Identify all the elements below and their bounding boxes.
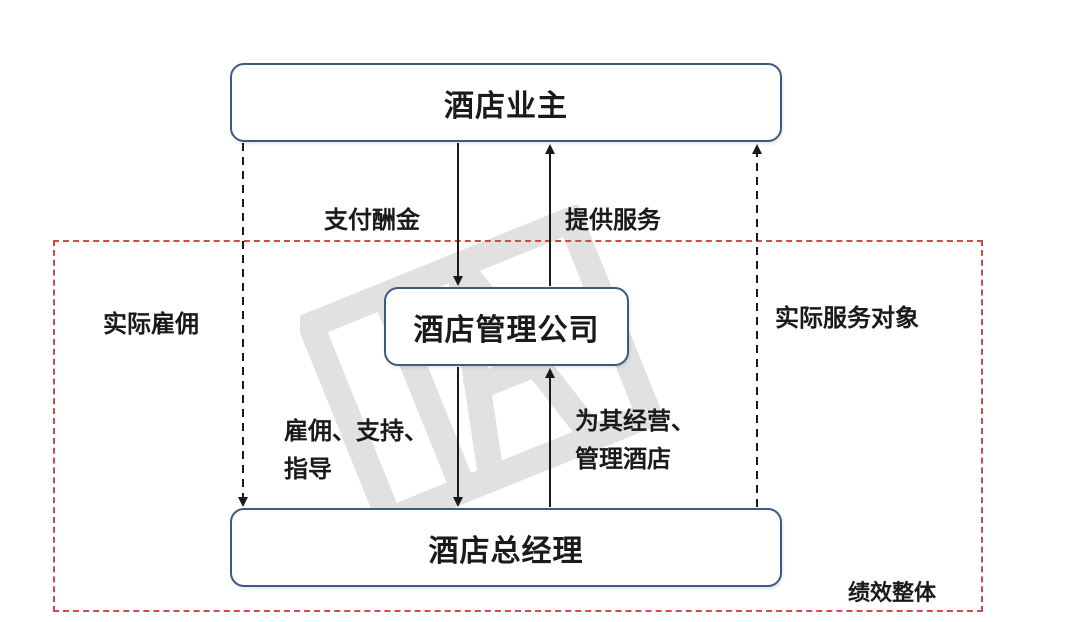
management-company-node: 酒店管理公司 bbox=[384, 287, 629, 366]
service-label: 提供服务 bbox=[565, 205, 661, 234]
performance-region-label: 绩效整体 bbox=[848, 580, 937, 606]
management-company-label: 酒店管理公司 bbox=[413, 312, 600, 348]
employ-support-line-2: 指导 bbox=[284, 454, 332, 483]
performance-region bbox=[53, 240, 983, 612]
general-manager-label: 酒店总经理 bbox=[428, 533, 584, 569]
operate-label: 为其经营、 管理酒店 bbox=[575, 402, 695, 478]
hotel-owner-label: 酒店业主 bbox=[444, 88, 568, 124]
general-manager-node: 酒店总经理 bbox=[230, 508, 782, 587]
employ-support-label: 雇佣、支持、 指导 bbox=[284, 412, 428, 488]
serve-actual-label: 实际服务对象 bbox=[775, 303, 919, 332]
operate-line-1: 为其经营、 bbox=[575, 406, 695, 435]
hotel-owner-node: 酒店业主 bbox=[230, 63, 782, 142]
pay-label: 支付酬金 bbox=[324, 205, 420, 234]
employ-actual-label: 实际雇佣 bbox=[103, 309, 199, 338]
employ-support-line-1: 雇佣、支持、 bbox=[284, 416, 428, 445]
operate-line-2: 管理酒店 bbox=[575, 444, 671, 473]
